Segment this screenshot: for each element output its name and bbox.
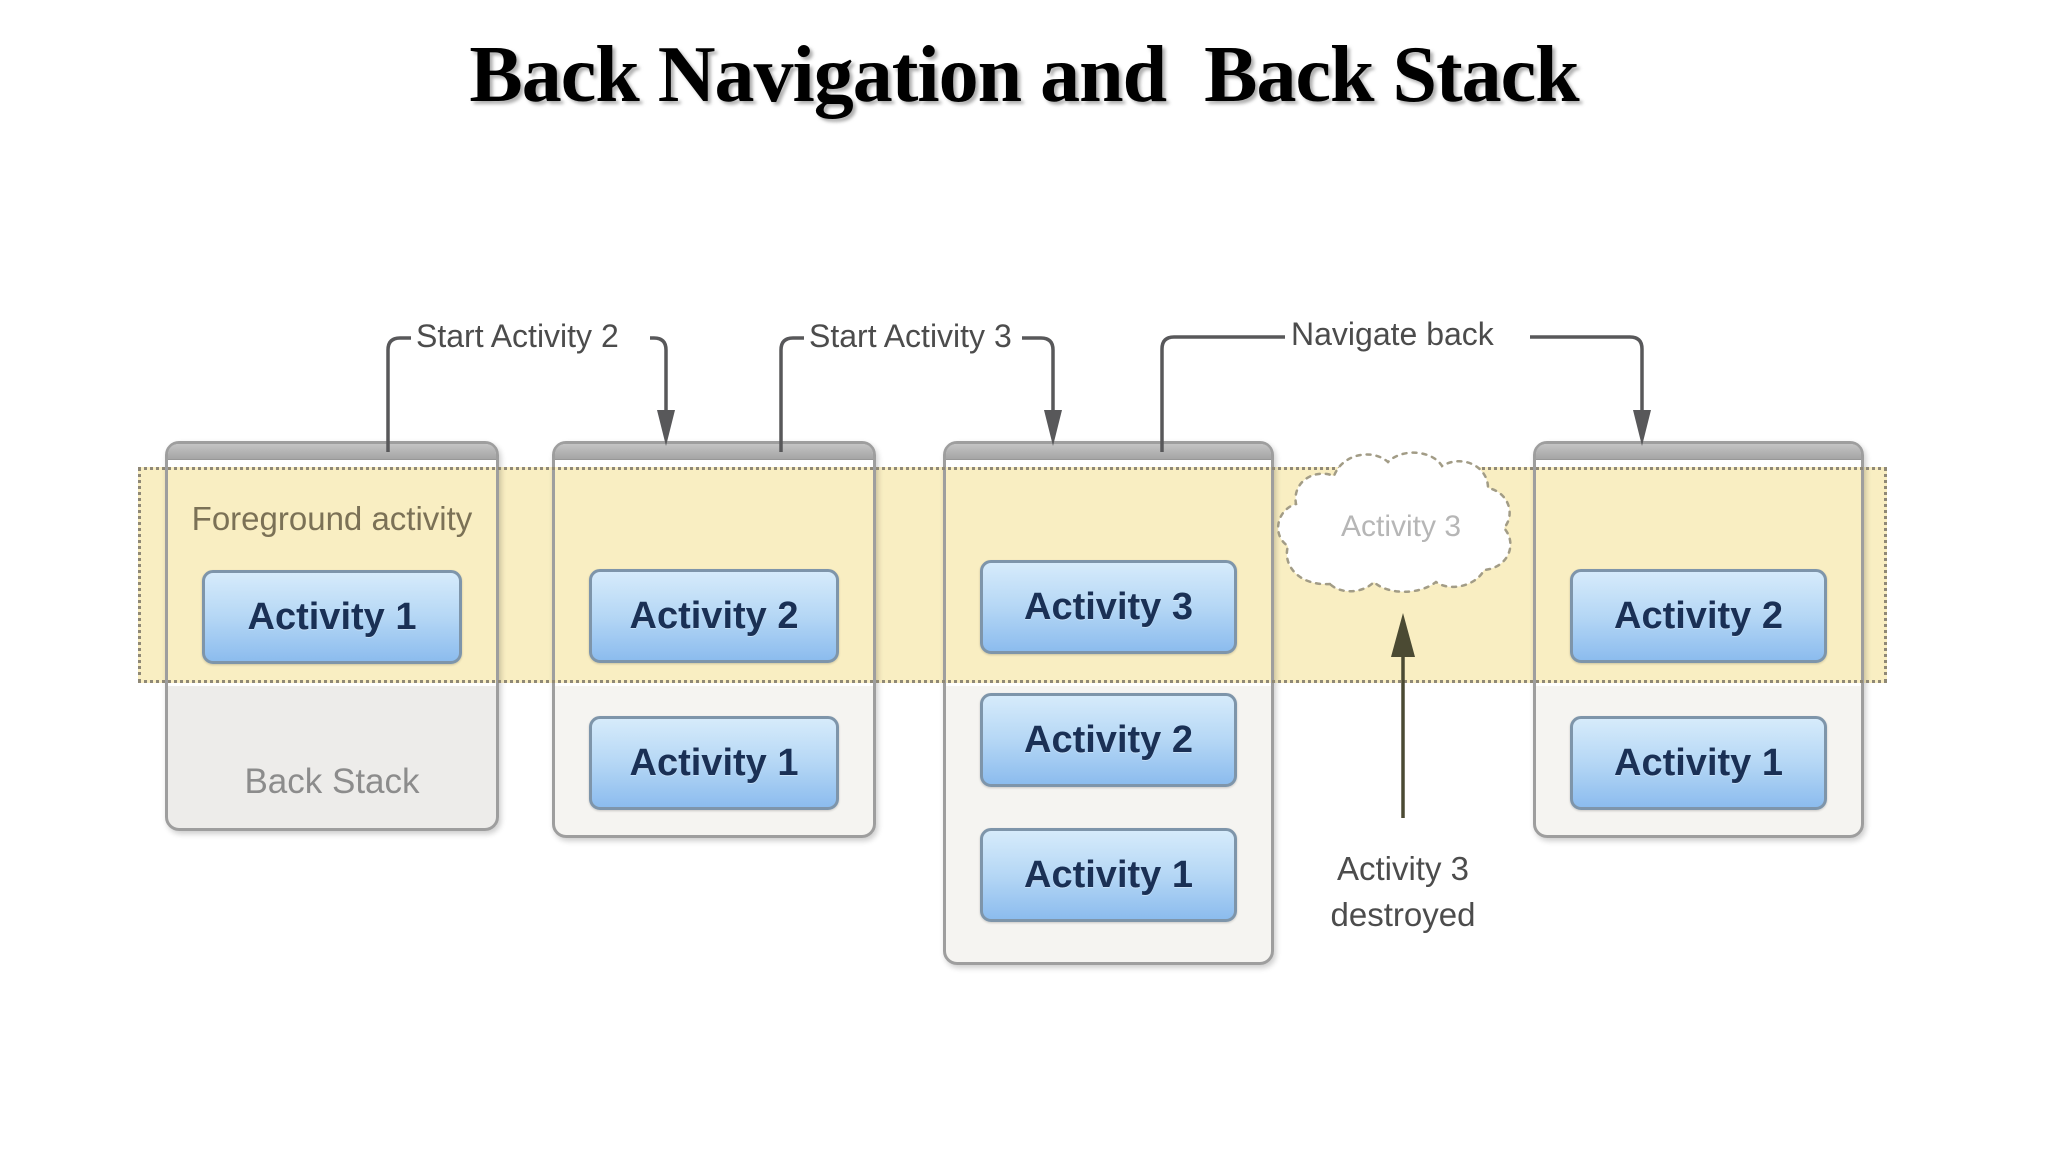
card-titlebar [168, 444, 496, 460]
activity-button: Activity 1 [980, 828, 1237, 922]
cloud-activity-label: Activity 3 [1340, 510, 1462, 543]
cloud-shape [1276, 451, 1512, 593]
navigate-back-label: Navigate back [1291, 316, 1494, 352]
activity-button: Activity 3 [980, 560, 1237, 654]
foreground-activity-label: Foreground activity [191, 500, 473, 537]
activity-destroyed-line2: destroyed [1330, 896, 1476, 934]
activity-button: Activity 1 [1570, 716, 1827, 810]
activity-button: Activity 2 [589, 569, 839, 663]
start-activity-2-connector-right [650, 336, 668, 412]
activity-destroyed-line1: Activity 3 [1336, 850, 1470, 887]
start-activity-3-label: Start Activity 3 [809, 318, 1012, 354]
stack-state-3-card: Activity 3 Activity 2 Activity 1 [943, 441, 1274, 965]
start-activity-2-label: Start Activity 2 [416, 318, 619, 354]
destroyed-activity-cloud [1276, 451, 1512, 593]
card-titlebar [555, 444, 873, 460]
card-titlebar [946, 444, 1271, 460]
start-activity-3-connector-right [1022, 336, 1055, 412]
activity-button: Activity 2 [1570, 569, 1827, 663]
page-title: Back Navigation and Back Stack [469, 31, 1579, 119]
card-titlebar [1536, 444, 1861, 460]
activity-button: Activity 1 [589, 716, 839, 810]
stack-state-4-card: Activity 2 Activity 1 [1533, 441, 1864, 838]
activity-destroyed-note: Activity 3 destroyed [1298, 846, 1508, 938]
activity-button: Activity 1 [202, 570, 462, 664]
back-stack-label: Back Stack [244, 762, 420, 801]
start-activity-3-connector-left [779, 336, 804, 452]
navigate-back-connector-right [1530, 335, 1644, 412]
activity-button: Activity 2 [980, 693, 1237, 787]
start-activity-2-connector-left [386, 336, 411, 452]
stack-state-1-card: Foreground activity Activity 1 Back Stac… [165, 441, 499, 831]
stack-state-2-card: Activity 2 Activity 1 [552, 441, 876, 838]
navigate-back-connector-left [1160, 335, 1285, 452]
